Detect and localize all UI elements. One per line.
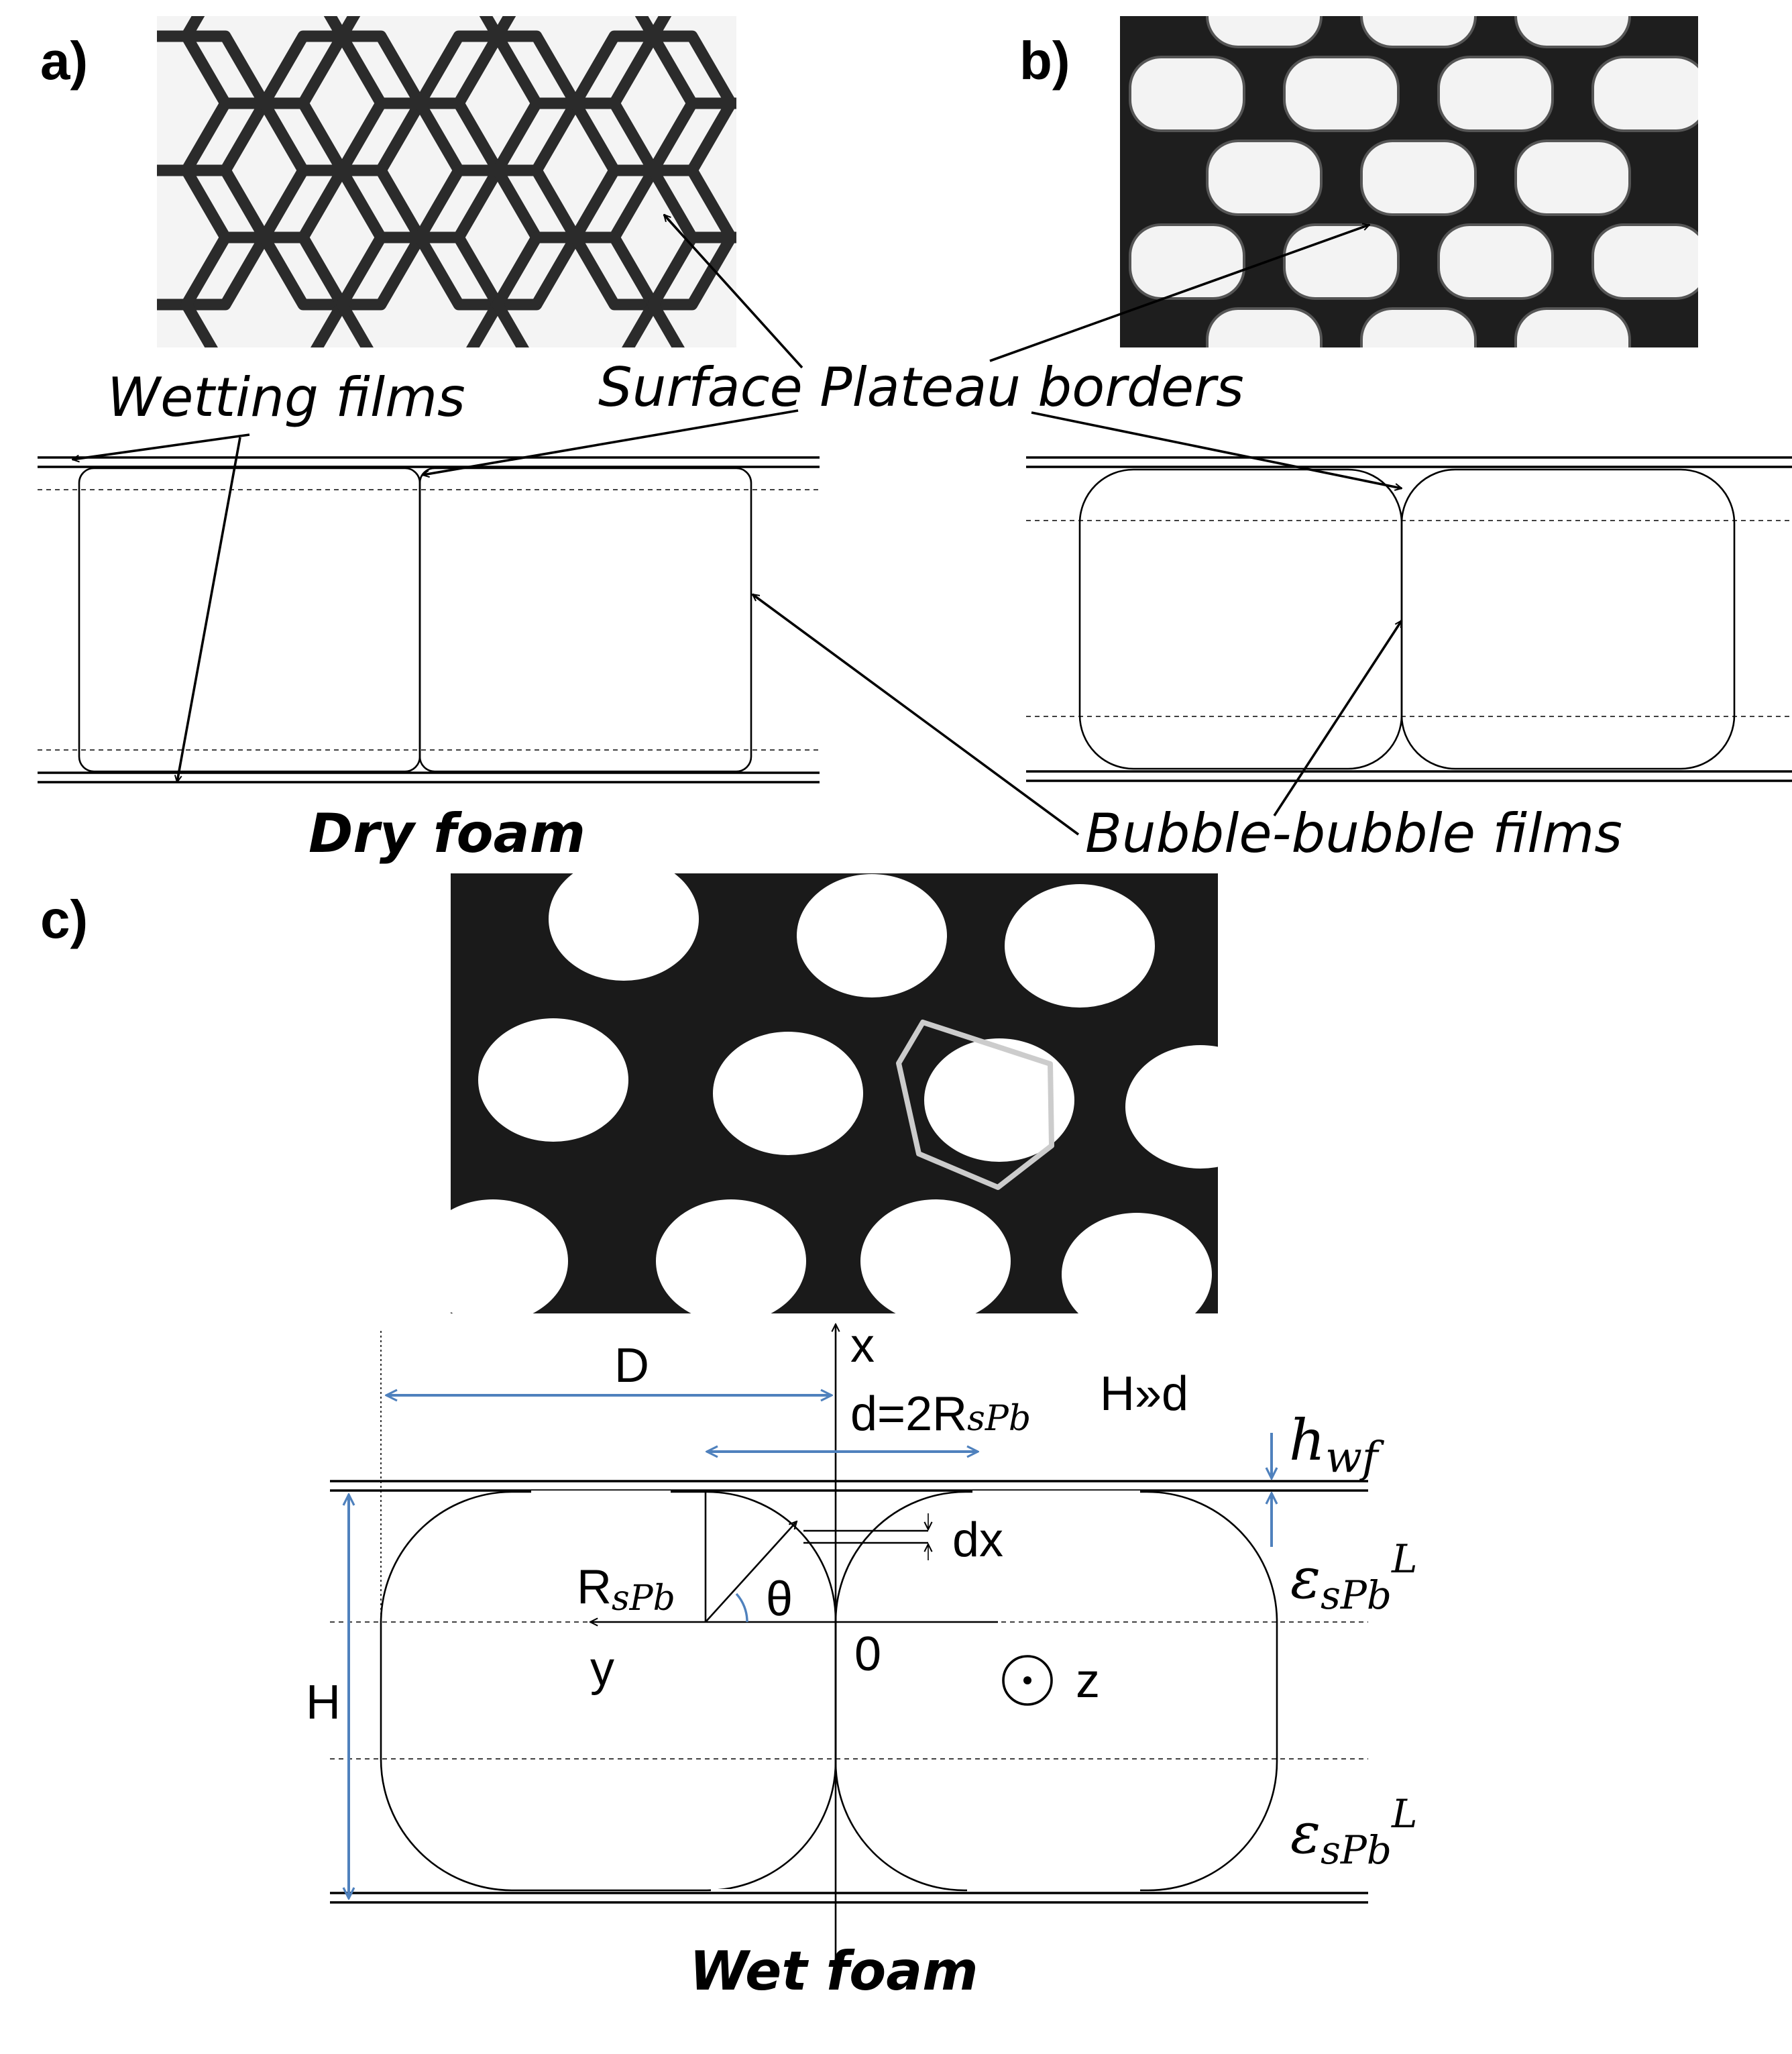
theta-label: θ bbox=[766, 1572, 793, 1626]
annotation-arrows bbox=[72, 215, 1402, 836]
bubble-bubble-films-label: Bubble-bubble films bbox=[1085, 802, 1622, 865]
panel-b-letter: b) bbox=[1019, 31, 1070, 91]
dry-foam-schematic bbox=[38, 456, 820, 783]
wet-foam-schematic bbox=[330, 1324, 1368, 1978]
origin-label: 0 bbox=[854, 1627, 881, 1681]
panel-c-letter: c) bbox=[40, 889, 88, 949]
H-much-greater-d-label: H»d bbox=[1100, 1367, 1188, 1421]
epsilon-top-label: εsPbL bbox=[1290, 1536, 1418, 1618]
wet-foam-caption: Wet foam bbox=[689, 1940, 978, 2002]
wetting-films-label: Wetting films bbox=[107, 366, 465, 429]
panel-a-letter: a) bbox=[40, 31, 88, 91]
x-axis-label: x bbox=[850, 1319, 875, 1372]
H-label: H bbox=[306, 1676, 341, 1729]
h-wf-label: hwf bbox=[1289, 1407, 1385, 1482]
epsilon-bottom-label: εsPbL bbox=[1290, 1791, 1418, 1873]
wet-foam-photo bbox=[451, 873, 1218, 1313]
dry-foam-photo bbox=[157, 16, 736, 347]
wet-ish-foam-schematic bbox=[1026, 456, 1792, 782]
z-axis-label: z bbox=[1076, 1654, 1100, 1708]
dx-label: dx bbox=[952, 1513, 1003, 1567]
d-definition-label: d=2RsPb bbox=[850, 1387, 1031, 1441]
dry-foam-photo-b bbox=[1120, 16, 1698, 347]
R-spb-label: RsPb bbox=[577, 1560, 675, 1619]
surface-plateau-borders-label: Surface Plateau borders bbox=[598, 356, 1244, 419]
hexagon-outline bbox=[896, 1020, 1054, 1190]
D-label: D bbox=[614, 1339, 649, 1393]
y-axis-label: y bbox=[590, 1642, 614, 1696]
dry-foam-caption: Dry foam bbox=[309, 802, 585, 865]
